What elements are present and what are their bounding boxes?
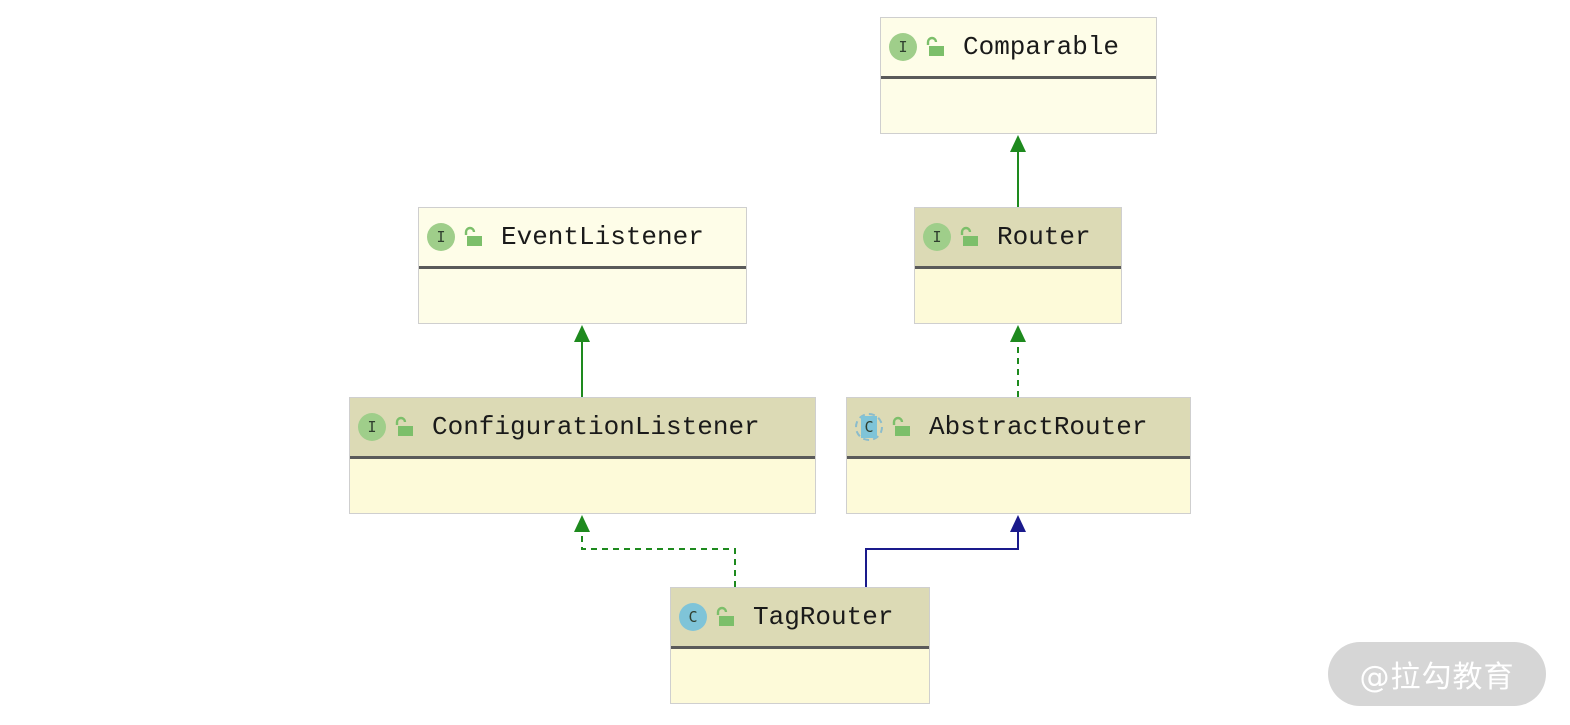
unlocked-padlock-icon xyxy=(716,606,734,626)
edge-tagrouter-extends-abstractrouter xyxy=(865,515,1026,587)
node-comparable[interactable]: I Comparable xyxy=(880,17,1157,134)
node-eventlistener[interactable]: I EventListener xyxy=(418,207,747,324)
unlocked-padlock-icon xyxy=(892,416,910,436)
interface-badge-icon: I xyxy=(923,223,951,251)
interface-badge-icon: I xyxy=(427,223,455,251)
node-header: I EventListener xyxy=(419,208,746,269)
edge-router-extends-comparable xyxy=(1010,135,1026,207)
unlocked-padlock-icon xyxy=(960,226,978,246)
node-header: I Router xyxy=(915,208,1121,269)
edge-abstractrouter-implements-router xyxy=(1010,325,1026,397)
node-configurationlistener[interactable]: I ConfigurationListener xyxy=(349,397,816,514)
node-header: C AbstractRouter xyxy=(847,398,1190,459)
interface-badge-icon: I xyxy=(889,33,917,61)
edge-configurationlistener-extends-eventlistener xyxy=(574,325,590,397)
class-badge-icon: C xyxy=(679,603,707,631)
watermark: @拉勾教育 xyxy=(1328,642,1546,706)
interface-badge-icon: I xyxy=(358,413,386,441)
node-label: Comparable xyxy=(963,32,1120,62)
node-label: ConfigurationListener xyxy=(432,412,760,442)
unlocked-padlock-icon xyxy=(464,226,482,246)
edge-tagrouter-implements-configurationlistener xyxy=(574,515,736,587)
node-header: I Comparable xyxy=(881,18,1156,79)
node-header: I ConfigurationListener xyxy=(350,398,815,459)
abstract-class-badge-icon: C xyxy=(855,413,883,441)
node-header: C TagRouter xyxy=(671,588,929,649)
node-tagrouter[interactable]: C TagRouter xyxy=(670,587,930,704)
node-label: TagRouter xyxy=(753,602,894,632)
node-label: AbstractRouter xyxy=(929,412,1148,442)
node-label: Router xyxy=(997,222,1091,252)
node-abstractrouter[interactable]: C AbstractRouter xyxy=(846,397,1191,514)
unlocked-padlock-icon xyxy=(926,36,944,56)
node-router[interactable]: I Router xyxy=(914,207,1122,324)
unlocked-padlock-icon xyxy=(395,416,413,436)
node-label: EventListener xyxy=(501,222,704,252)
